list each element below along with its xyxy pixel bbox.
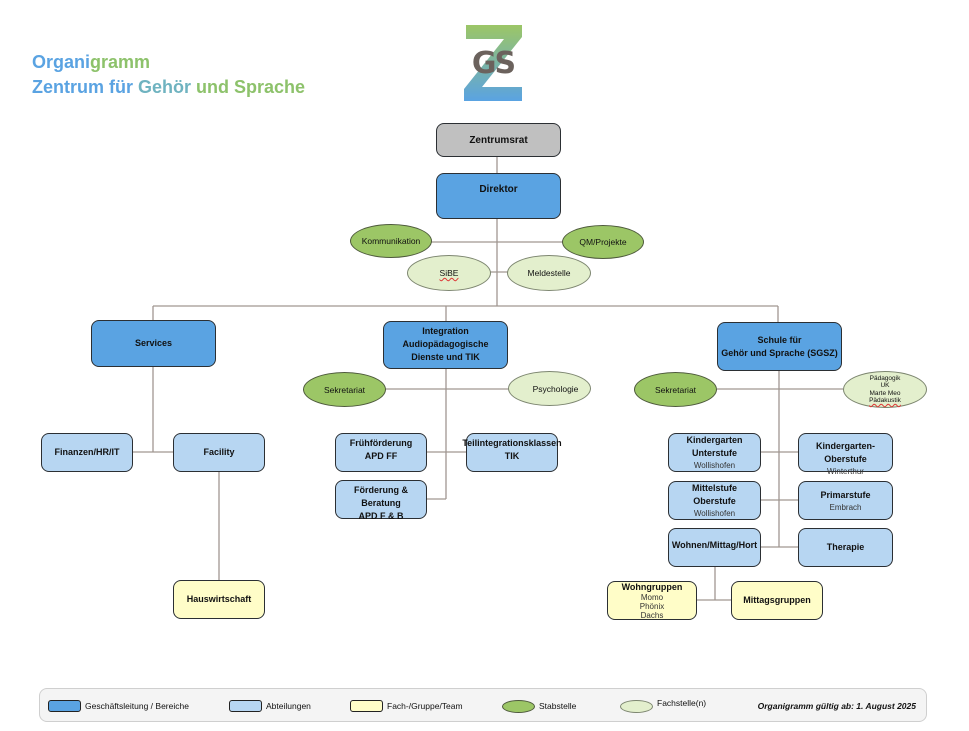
zgs-logo: GS bbox=[464, 25, 522, 101]
kg-unterstufe-line-2: Unterstufe bbox=[691, 448, 737, 458]
legend-item-abteilungen: Abteilungen bbox=[229, 689, 311, 723]
fachstelle-paedakustik: Pädakustik bbox=[869, 397, 901, 404]
legend-item-fachstelle: Fachstelle(n) bbox=[620, 689, 706, 723]
kg-oberstufe-location: Winterthur bbox=[827, 467, 864, 476]
legend-swatch-dept bbox=[229, 700, 262, 712]
logo-letters: GS bbox=[472, 46, 515, 81]
kommunikation-oval: Kommunikation bbox=[350, 224, 432, 258]
title-line2-part-2: und Sprache bbox=[196, 77, 306, 97]
kg-unterstufe-line-1: Kindergarten bbox=[686, 435, 743, 445]
primarstufe-line-1: Primarstufe bbox=[820, 489, 871, 500]
primarstufe-location: Embrach bbox=[829, 502, 862, 512]
integration-line-2: Audiopädagogische bbox=[402, 339, 489, 349]
kg-oberstufe-box: Kindergarten-Oberstufe Winterthur bbox=[798, 433, 893, 476]
fachstelle-uk: UK bbox=[880, 382, 890, 389]
integration-line-1: Integration bbox=[422, 326, 469, 336]
zentrumsrat-box: Zentrumsrat bbox=[436, 123, 561, 157]
fachstelle-marte-meo: Marte Meo bbox=[869, 389, 901, 397]
sgsz-line-1: Schule für bbox=[757, 334, 802, 345]
legend-valid-from: Organigramm gültig ab: 1. August 2025 bbox=[757, 701, 916, 711]
logo-z-shape bbox=[464, 25, 522, 101]
fruehfoerderung-box: Frühförderung APD FF bbox=[335, 433, 427, 472]
sibe-oval: SiBE bbox=[407, 255, 491, 291]
psychologie-oval: Psychologie bbox=[508, 371, 591, 406]
integration-line-3: Dienste und TIK bbox=[411, 352, 480, 362]
mittelstufe-location: Wollishofen bbox=[693, 509, 736, 518]
teilintegration-line-2: TIK bbox=[504, 451, 520, 461]
legend-label: Stabstelle bbox=[539, 701, 577, 711]
fruehfoerderung-line-2: APD FF bbox=[364, 451, 398, 461]
legend: Geschäftsleitung / Bereiche Abteilungen … bbox=[39, 688, 927, 722]
foerderung-box: Förderung & Beratung APD F & B bbox=[335, 480, 427, 521]
fachstelle-paedagogik: Pädagogik bbox=[869, 374, 901, 382]
legend-label: Fachstelle(n) bbox=[657, 698, 707, 708]
kg-oberstufe-line-1: Kindergarten-Oberstufe bbox=[815, 441, 875, 464]
legend-item-team: Fach-/Gruppe/Team bbox=[350, 689, 463, 723]
foerderung-line-2: APD F & B bbox=[358, 511, 404, 521]
title-line2-part-1: Gehör bbox=[138, 77, 197, 97]
legend-oval-stab bbox=[502, 699, 535, 713]
legend-swatch-lead bbox=[48, 700, 81, 712]
legend-label: Fach-/Gruppe/Team bbox=[387, 701, 463, 711]
title-zentrum: Zentrum für Gehör und Sprache bbox=[32, 77, 305, 98]
teilintegration-box: Teilintegrationsklassen TIK bbox=[462, 433, 562, 472]
sgsz-sekretariat-oval: Sekretariat bbox=[634, 372, 717, 407]
title-line1-part-0: Organi bbox=[32, 52, 91, 72]
integration-box: Integration Audiopädagogische Dienste un… bbox=[383, 321, 508, 369]
kg-unterstufe-location: Wollishofen bbox=[693, 461, 736, 470]
wohnen-box: Wohnen/Mittag/Hort bbox=[668, 528, 761, 567]
sibe-label: SiBE bbox=[439, 268, 459, 278]
foerderung-line-1: Förderung & Beratung bbox=[354, 485, 408, 508]
legend-label: Geschäftsleitung / Bereiche bbox=[85, 701, 189, 711]
psychologie-label: Psychologie bbox=[532, 383, 579, 394]
legend-oval-fach bbox=[620, 699, 653, 713]
wohngruppen-title: Wohngruppen bbox=[621, 582, 683, 592]
mittagsgruppen-box: Mittagsgruppen bbox=[731, 581, 823, 620]
therapie-box: Therapie bbox=[798, 528, 893, 567]
qm-projekte-oval: QM/Projekte bbox=[562, 225, 644, 259]
fachstellen-oval: Pädagogik UK Marte Meo Pädakustik bbox=[843, 371, 927, 408]
mittelstufe-line-2: Oberstufe bbox=[693, 496, 736, 506]
legend-item-geschaeftsleitung: Geschäftsleitung / Bereiche bbox=[48, 689, 189, 723]
wohngruppe-phoenix: Phönix bbox=[639, 602, 665, 611]
sgsz-box: Schule für Gehör und Sprache (SGSZ) bbox=[717, 322, 842, 371]
hauswirtschaft-box: Hauswirtschaft bbox=[173, 580, 265, 619]
kg-unterstufe-box: Kindergarten Unterstufe Wollishofen bbox=[668, 433, 761, 472]
services-box: Services bbox=[91, 320, 216, 367]
meldestelle-oval: Meldestelle bbox=[507, 255, 591, 291]
wohngruppen-box: Wohngruppen Momo Phönix Dachs bbox=[607, 581, 697, 620]
legend-swatch-team bbox=[350, 700, 383, 712]
wohngruppe-momo: Momo bbox=[640, 593, 664, 602]
primarstufe-box: Primarstufe Embrach bbox=[798, 481, 893, 520]
title-organigramm: Organigramm bbox=[32, 52, 150, 73]
mittelstufe-line-1: Mittelstufe bbox=[692, 483, 737, 493]
facility-box: Facility bbox=[173, 433, 265, 472]
mittelstufe-box: Mittelstufe Oberstufe Wollishofen bbox=[668, 481, 761, 520]
fruehfoerderung-line-1: Frühförderung bbox=[349, 438, 413, 448]
direktor-label: Direktor bbox=[479, 184, 518, 195]
wohngruppe-dachs: Dachs bbox=[640, 611, 664, 620]
legend-item-stabstelle: Stabstelle bbox=[502, 689, 576, 723]
teilintegration-line-1: Teilintegrationsklassen bbox=[462, 438, 562, 448]
title-line2-part-0: Zentrum für bbox=[32, 77, 138, 97]
legend-label: Abteilungen bbox=[266, 701, 311, 711]
sgsz-line-2: Gehör und Sprache (SGSZ) bbox=[721, 347, 838, 358]
finanzen-box: Finanzen/HR/IT bbox=[41, 433, 133, 472]
integration-sekretariat-oval: Sekretariat bbox=[303, 372, 386, 407]
title-line1-part-1: gramm bbox=[90, 52, 151, 72]
direktor-box: Direktor bbox=[436, 173, 561, 219]
